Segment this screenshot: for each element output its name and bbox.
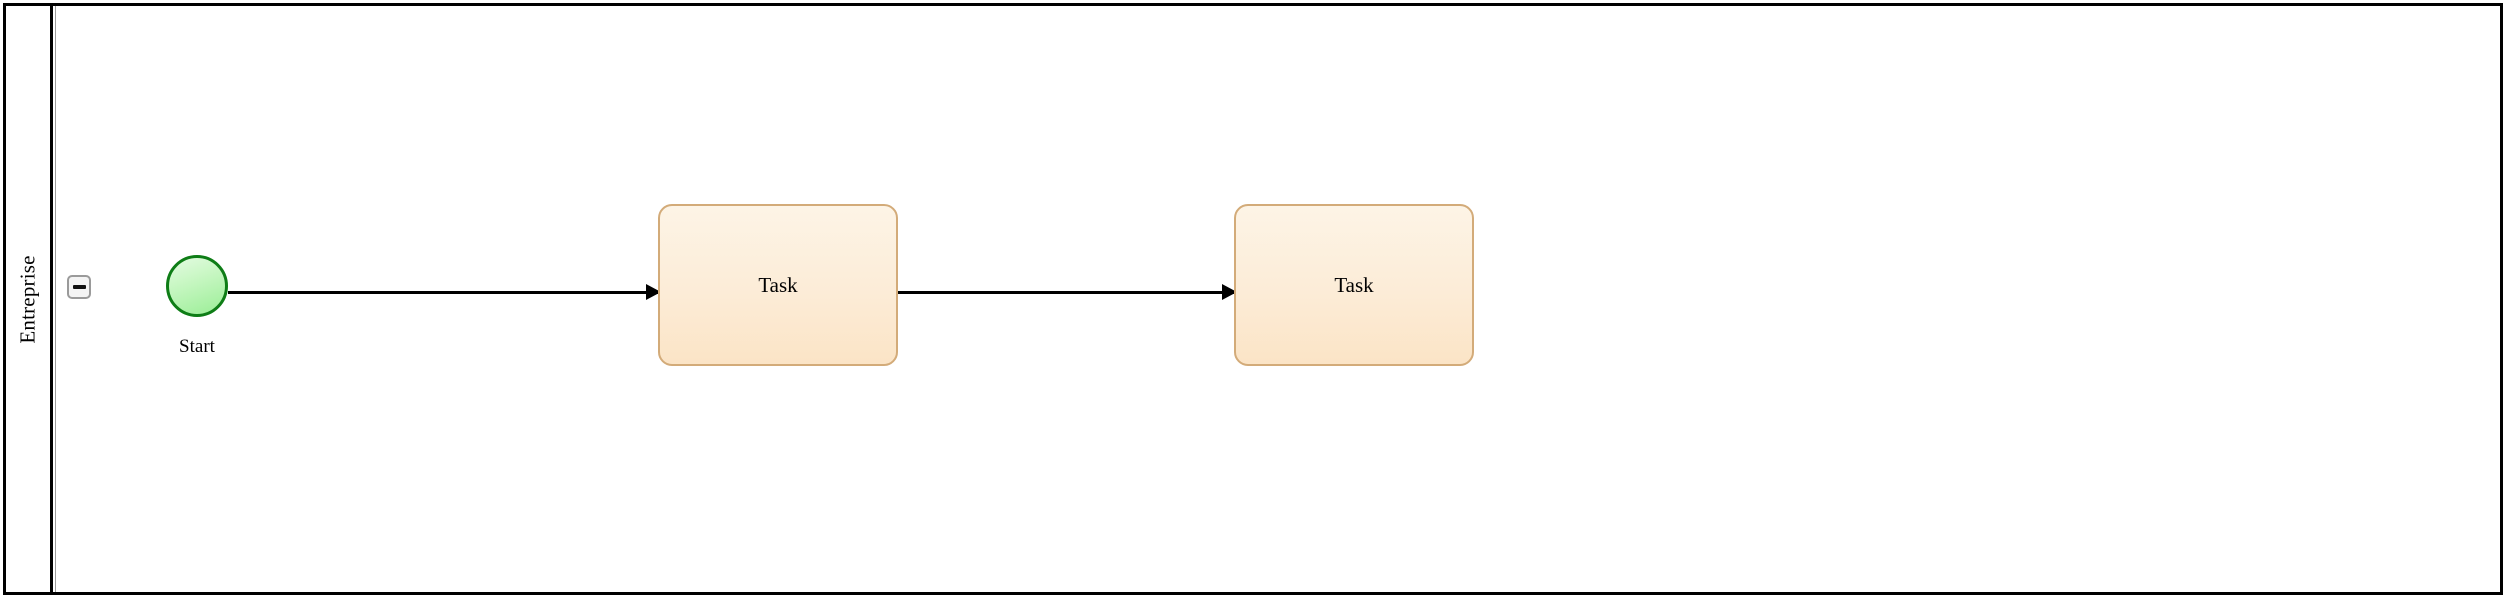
lane-divider [55,6,56,592]
lane-body: Start Task Task [56,6,2500,592]
task-2-label: Task [1334,272,1374,297]
pool-header[interactable]: Entreprise [6,6,53,592]
sequence-flow-1[interactable] [228,283,661,303]
arrowhead-icon [1222,284,1237,300]
sequence-flow-2[interactable] [898,283,1237,303]
task-1[interactable]: Task [658,204,898,366]
task-2[interactable]: Task [1234,204,1474,366]
start-event[interactable] [166,255,228,317]
pool-name-label: Entreprise [15,254,40,344]
arrowhead-icon [646,284,661,300]
flow-line [898,291,1236,294]
task-1-label: Task [758,272,798,297]
start-event-label: Start [179,336,215,357]
minus-icon [72,285,86,289]
collapse-minus-button[interactable] [67,275,91,299]
pool-entreprise[interactable]: Entreprise Start Task [3,3,2503,595]
flow-line [228,291,660,294]
